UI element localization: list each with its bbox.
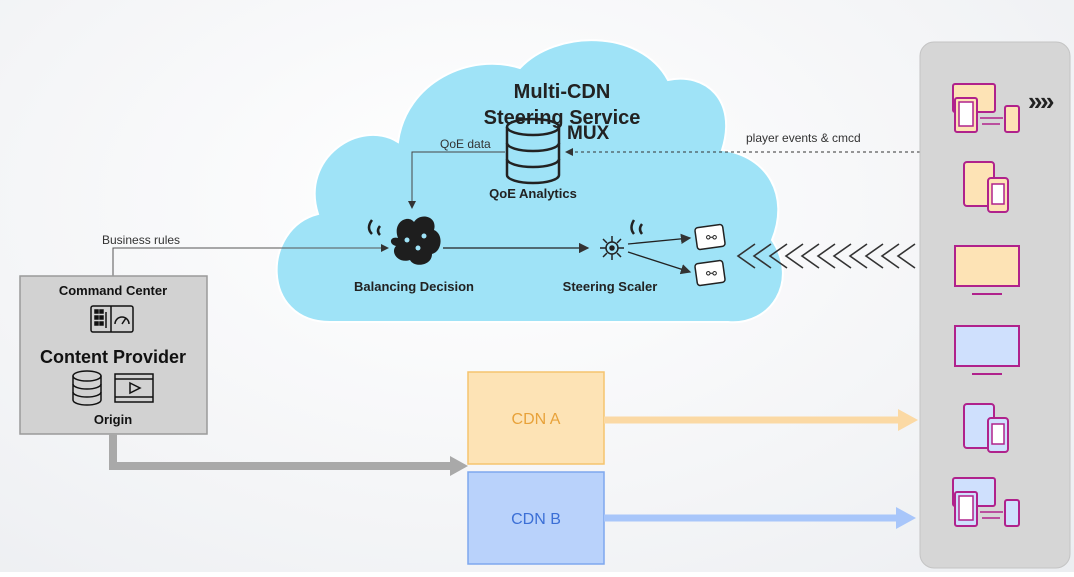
qoe-data-label: QoE data (440, 137, 491, 151)
content-provider-label: Content Provider (40, 347, 186, 367)
cdn-b-box (467, 471, 605, 565)
tv-icon (954, 325, 1020, 375)
command-center-label: Command Center (59, 283, 167, 298)
origin-label: Origin (94, 412, 132, 427)
tablet-phone-icon (963, 161, 1009, 213)
business-rules-label: Business rules (102, 233, 180, 247)
scaler-to-link1-arrow (627, 233, 692, 245)
cdn-b-label: CDN B (511, 511, 561, 528)
tablet-phone-icon (963, 403, 1009, 453)
qoe-analytics-label: QoE Analytics (489, 186, 577, 201)
scaler-to-link2-arrow (627, 251, 692, 275)
forward-chevrons-icon: » (1028, 86, 1042, 116)
multi-device-icon (952, 477, 1020, 527)
cdn-b-arrowhead (896, 507, 916, 529)
origin-to-cdn-arrow (109, 434, 452, 470)
content-provider-box (19, 275, 208, 435)
origin-to-cdn-arrowhead (450, 456, 468, 476)
database-icon (505, 117, 561, 185)
multi-device-icon (952, 83, 1020, 133)
tv-icon (954, 245, 1020, 295)
cdn-a-arrowhead (898, 409, 918, 431)
cdn-a-label: CDN A (512, 411, 561, 428)
steering-scaler-icon (600, 219, 644, 260)
dashboard-icon (90, 305, 134, 333)
origin-database-icon (72, 370, 102, 406)
business-rules-connector (112, 244, 389, 276)
balancing-decision-label: Balancing Decision (354, 279, 474, 294)
brain-icon (367, 216, 441, 265)
qoe-data-connector (408, 151, 505, 209)
steering-scaler-label: Steering Scaler (563, 279, 658, 294)
mux-logo: MUX (567, 123, 610, 144)
svg-text:⚯: ⚯ (706, 230, 717, 245)
forward-chevrons-icon: » (1040, 86, 1054, 116)
player-events-label: player events & cmcd (746, 131, 861, 145)
cloud-title-line1: Multi-CDN (514, 81, 611, 103)
link-tag-icon: ⚯ (694, 259, 726, 287)
svg-text:⚯: ⚯ (706, 266, 717, 281)
cloud-title-line2: Steering Service (484, 107, 641, 129)
request-chevrons (736, 243, 916, 269)
link-tag-icon: ⚯ (694, 223, 726, 251)
device-panel (919, 41, 1071, 569)
cdn-a-box (467, 371, 605, 465)
video-file-icon (114, 373, 154, 403)
